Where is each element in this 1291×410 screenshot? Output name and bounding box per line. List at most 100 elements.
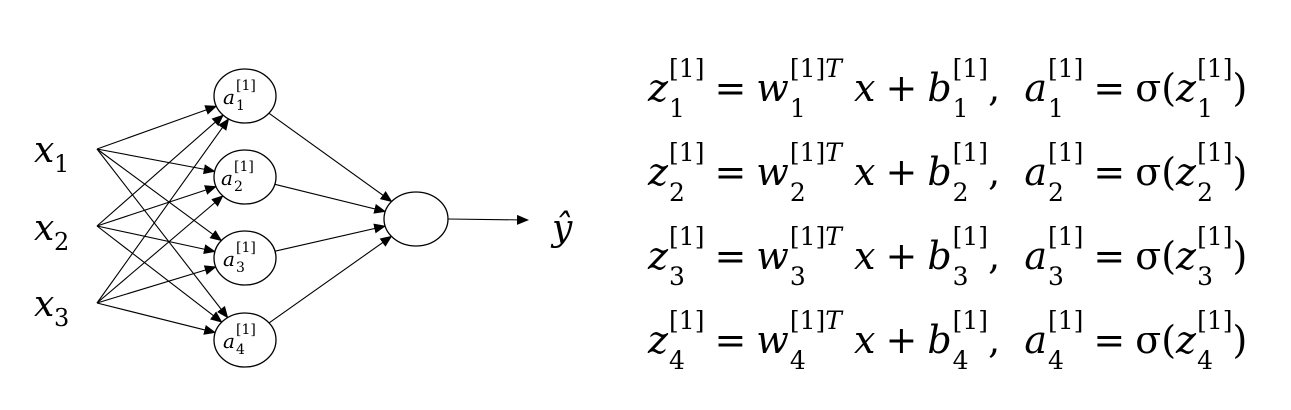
- equals-sign: =: [1093, 318, 1126, 362]
- a-subscript: 4: [1047, 345, 1064, 375]
- z-arg-subscript: 1: [1197, 93, 1213, 123]
- equals-sign: =: [1093, 66, 1126, 110]
- plus-sign: +: [885, 318, 918, 362]
- edge-a2-output: [274, 183, 387, 214]
- a-scripts: [1]2: [1048, 139, 1083, 205]
- w-base: w: [756, 318, 789, 362]
- transpose-mark: T: [825, 137, 842, 167]
- edge-x1-a4: [96, 148, 229, 319]
- svg-text:a: a: [223, 329, 235, 353]
- z-arg-superscript: [1]: [1197, 53, 1233, 83]
- svg-text:4: 4: [236, 342, 245, 358]
- w-superscript: [1]T: [789, 305, 842, 335]
- z-superscript: [1]: [669, 53, 705, 83]
- edges-layer: [96, 105, 529, 335]
- equals-sign: =: [714, 318, 747, 362]
- z-symbol: z[1]3: [648, 221, 705, 289]
- input-x2: x 2: [34, 208, 69, 256]
- b-superscript: [1]: [952, 53, 989, 83]
- z-arg-subscript: 2: [1197, 177, 1213, 207]
- svg-text:a: a: [223, 247, 235, 271]
- z-superscript: [1]: [669, 221, 705, 251]
- z-superscript: [1]: [669, 305, 705, 335]
- a-symbol: a[1]4: [1024, 305, 1084, 373]
- svg-text:3: 3: [54, 304, 69, 332]
- z-arg-symbol: z[1]1: [1176, 55, 1232, 121]
- w-subscript: 1: [789, 93, 806, 123]
- plus-sign: +: [885, 234, 918, 278]
- b-symbol: b[1]4: [927, 307, 988, 373]
- b-subscript: 3: [952, 261, 969, 291]
- z-arg-scripts: [1]3: [1197, 223, 1232, 289]
- z-arg-base: z: [1176, 318, 1197, 362]
- hidden-node-a1: a [1] 1: [213, 68, 277, 124]
- svg-text:a: a: [221, 166, 233, 190]
- equals-sign: =: [714, 66, 747, 110]
- hidden-node-a3: a [1] 3: [213, 230, 277, 286]
- w-base: w: [756, 150, 789, 194]
- sigma: σ: [1135, 150, 1162, 194]
- svg-text:3: 3: [236, 260, 245, 276]
- equals-sign: =: [1093, 234, 1126, 278]
- comma: ,: [988, 66, 1001, 110]
- edge-a3-output: [274, 223, 387, 252]
- left-paren: (: [1161, 66, 1177, 110]
- b-scripts: [1]2: [953, 139, 988, 205]
- input-x3: x 3: [34, 284, 69, 332]
- z-arg-base: z: [1176, 234, 1197, 278]
- w-subscript: 2: [789, 177, 806, 207]
- a-subscript: 3: [1047, 261, 1064, 291]
- b-base: b: [927, 234, 952, 278]
- b-scripts: [1]3: [953, 223, 988, 289]
- left-paren: (: [1161, 318, 1177, 362]
- z-base: z: [648, 150, 669, 194]
- sigma: σ: [1135, 234, 1162, 278]
- z-arg-scripts: [1]4: [1197, 307, 1232, 373]
- z-arg-scripts: [1]1: [1197, 55, 1232, 121]
- edge-x1-a3: [96, 148, 223, 242]
- z-subscript: 2: [669, 177, 685, 207]
- w-subscript: 4: [789, 345, 806, 375]
- right-paren: ): [1232, 318, 1248, 362]
- x-variable: x: [854, 234, 876, 278]
- output-label-yhat: ŷ: [550, 208, 573, 249]
- z-symbol: z[1]4: [648, 305, 705, 373]
- w-symbol: w[1]T 4: [756, 307, 842, 373]
- z-arg-subscript: 3: [1197, 261, 1213, 291]
- b-subscript: 2: [952, 177, 969, 207]
- z-symbol: z[1]1: [648, 53, 705, 121]
- svg-text:x: x: [34, 208, 54, 249]
- transpose-mark: T: [825, 53, 842, 83]
- w-scripts: [1]T 4: [790, 307, 842, 373]
- z-base: z: [648, 234, 669, 278]
- b-superscript: [1]: [952, 221, 989, 251]
- z-superscript: [1]: [669, 137, 705, 167]
- plus-sign: +: [885, 66, 918, 110]
- a-superscript: [1]: [1047, 137, 1084, 167]
- svg-text:2: 2: [234, 179, 243, 195]
- w-base: w: [756, 66, 789, 110]
- edge-x1-a1: [96, 105, 218, 150]
- a-superscript: [1]: [1047, 305, 1084, 335]
- z-arg-symbol: z[1]3: [1176, 223, 1232, 289]
- svg-text:1: 1: [236, 98, 245, 114]
- x-variable: x: [854, 150, 876, 194]
- w-superscript: [1]T: [789, 221, 842, 251]
- right-paren: ): [1232, 150, 1248, 194]
- right-paren: ): [1232, 234, 1248, 278]
- z-subscript: 4: [669, 345, 685, 375]
- w-subscript: 3: [789, 261, 806, 291]
- z-arg-symbol: z[1]4: [1176, 307, 1232, 373]
- svg-text:[1]: [1]: [236, 322, 256, 338]
- left-paren: (: [1161, 150, 1177, 194]
- a-scripts: [1]1: [1048, 55, 1083, 121]
- equals-sign: =: [714, 150, 747, 194]
- edge-x2-a4: [96, 225, 223, 323]
- edge-x2-a1: [96, 114, 224, 227]
- b-subscript: 4: [952, 345, 969, 375]
